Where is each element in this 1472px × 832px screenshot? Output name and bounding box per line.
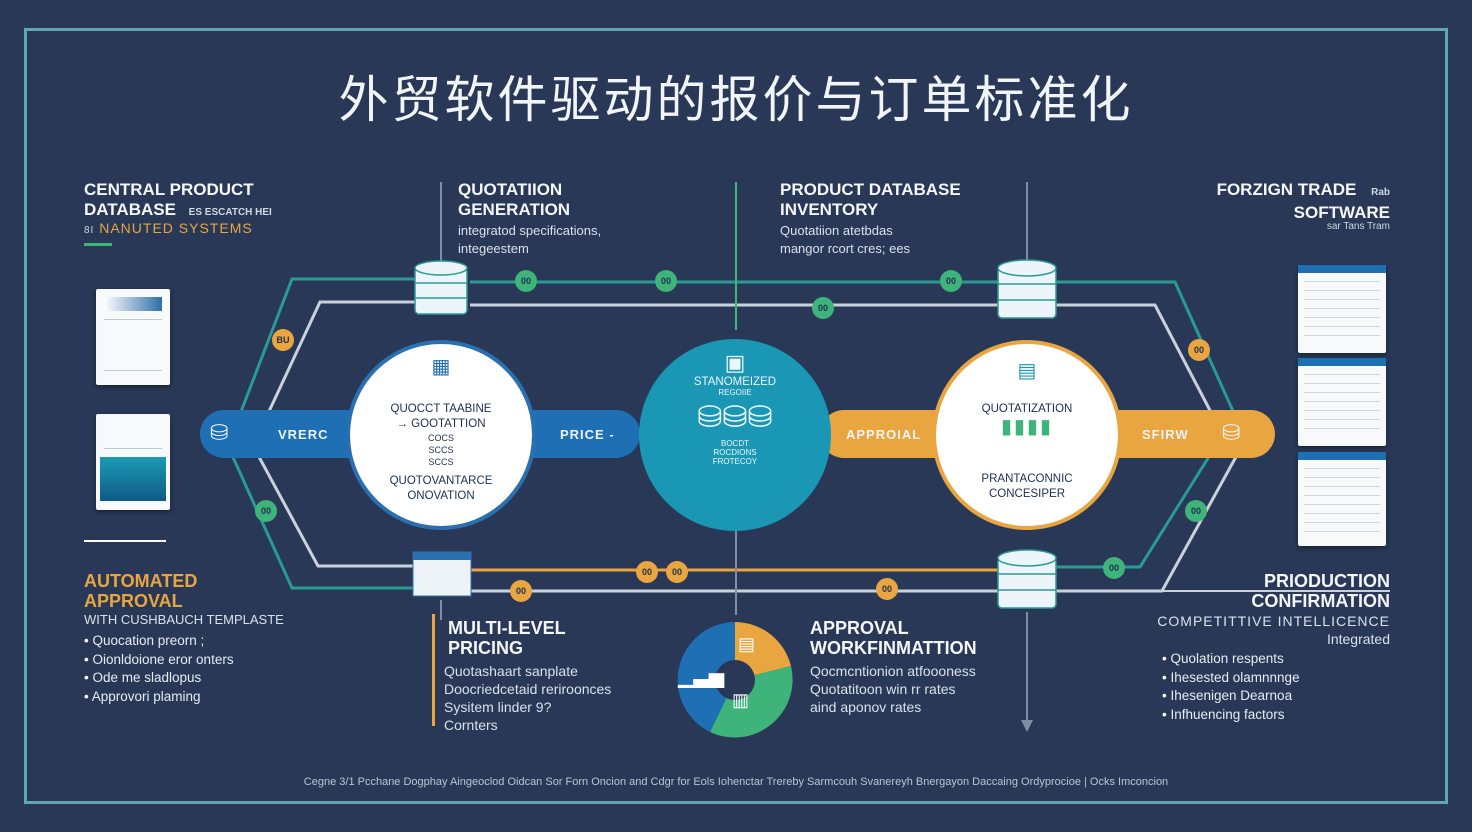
list-item: Ihesested olamnnnge [1162, 669, 1299, 688]
badge: 00 [876, 578, 898, 600]
multi-level-pricing-heading: MULTI-LEVEL PRICING [448, 618, 566, 658]
cube-stack-icon: ▦ [431, 356, 451, 378]
database-icon [997, 549, 1057, 609]
badge: 00 [515, 270, 537, 292]
software-screen [1298, 452, 1386, 546]
badge: 00 [1185, 500, 1207, 522]
list-item: Quolation respents [1162, 650, 1300, 669]
chart-icon: ▥ [732, 690, 750, 710]
outer-frame [24, 28, 1448, 804]
divider [84, 243, 112, 246]
list-item: Infhuencing factors [1162, 706, 1300, 725]
connector-bottom-right-inner [1054, 454, 1212, 569]
multi-level-pricing-text: Quotashaart sanplate Doocriedcetaid reri… [444, 663, 612, 733]
connector-bottom-left-inner [256, 454, 414, 568]
band-label-price: PRICE - [560, 427, 615, 442]
production-confirmation-list: Quolation respents Ihesested olamnnnge I… [1162, 650, 1300, 725]
quotation-generation-heading: QUOTATIION GENERATION [458, 180, 571, 219]
arrow-head-down [1021, 720, 1033, 732]
connector-top-right-inner [1054, 303, 1217, 421]
product-database-text: Quotatiion atetbdas mangor rcort cres; e… [780, 223, 911, 256]
production-confirmation-sub: COMPETITTIVE INTELLICENCE Integrated [1157, 613, 1390, 647]
badge: 00 [510, 580, 532, 602]
pie-chart [677, 622, 793, 738]
document-thumbnail [96, 289, 170, 385]
hub-center-circle [639, 339, 831, 531]
chart-icon: ▁▃▅ [678, 666, 725, 688]
hub-center: ▣ STANOMEIZED REGOIIE ⛁⛁⛁ BOCDT ROCDIONS… [640, 350, 830, 466]
list-item: Oionldoione eror onters [84, 651, 233, 670]
band-label-left: VRERC [278, 427, 329, 442]
gear-database-icon: ⛁ [1222, 420, 1241, 445]
badge: 00 [940, 270, 962, 292]
badge: 00 [255, 500, 277, 522]
connector-top-left-inner [256, 300, 420, 436]
list-item: Approvori plaming [84, 688, 234, 707]
cube-stack-icon: ▣ [724, 350, 746, 375]
page-title: 外贸软件驱动的报价与订单标准化 [338, 71, 1134, 129]
list-item: Ode me sladlopus [84, 669, 234, 688]
connector-bottom-left-outer [230, 454, 414, 590]
foreign-trade-heading: FORZIGN TRADE Rab SOFTWARE [1216, 180, 1390, 222]
band-label-approval: APPROIAL [846, 427, 922, 442]
document-thumbnail [96, 414, 170, 510]
approval-workflow-text: Qocmcntionion atfoooness Quotatitoon win… [810, 663, 976, 715]
automated-approval-heading: AUTOMATED APPROVAL [84, 571, 198, 611]
list-item: Quocation preorn ; [84, 632, 234, 651]
badge: 00 [1188, 339, 1210, 361]
badge: 00 [636, 561, 658, 583]
database-icon: ⛁⛁⛁ [697, 401, 773, 434]
chart-icon: ▮▮▮▮ [1000, 416, 1054, 438]
database-icon [414, 260, 468, 315]
document-icon [412, 551, 472, 597]
quotation-generation-text: integratod specifications, integeestem [458, 223, 602, 256]
chart-icon: ▤ [738, 634, 756, 654]
list-item: Ihesenigen Dearnoa [1162, 687, 1300, 706]
connector-top-right-outer [1054, 280, 1239, 421]
central-product-heading: CENTRAL PRODUCT DATABASE ES ESCATCH HEI [84, 180, 272, 219]
badge-bu: BU [272, 329, 294, 351]
badge: 00 [1103, 557, 1125, 579]
gear-database-icon: ⛁ [210, 420, 229, 445]
product-database-heading: PRODUCT DATABASE INVENTORY [780, 180, 961, 219]
badge: 00 [655, 270, 677, 292]
band-label-right: SFIRW [1142, 427, 1189, 442]
hub-right-top: QUOTATIZATION [981, 403, 1073, 415]
divider [84, 540, 166, 542]
badge: 00 [812, 297, 834, 319]
database-icon [997, 259, 1057, 319]
approval-workflow-heading: APPROVAL WORKFINMATTION [810, 618, 977, 658]
divider [432, 614, 435, 726]
automated-approval-list: Quocation preorn ; Oionldoione eror onte… [84, 632, 234, 706]
automated-approval-sub: WITH CUSHBAUCH TEMPLASTE [84, 612, 284, 627]
badge: 00 [666, 561, 688, 583]
foreign-trade-sub: sar Tans Tram [1326, 221, 1390, 232]
connector-top-left-outer [230, 277, 420, 436]
production-confirmation-heading: PRIODUCTION CONFIRMATION [1251, 571, 1390, 611]
central-product-sub: 8I NANUTED SYSTEMS [84, 220, 253, 236]
footer-text: Cegne 3/1 Pcchane Dogphay Aingeoclod Oid… [303, 776, 1169, 788]
cube-stack-icon: ▤ [1017, 360, 1037, 382]
software-screen [1298, 358, 1386, 446]
hub-left-top: QUOCCT TAABINE→ GOOTATTION [390, 403, 492, 430]
software-screen [1298, 265, 1386, 353]
